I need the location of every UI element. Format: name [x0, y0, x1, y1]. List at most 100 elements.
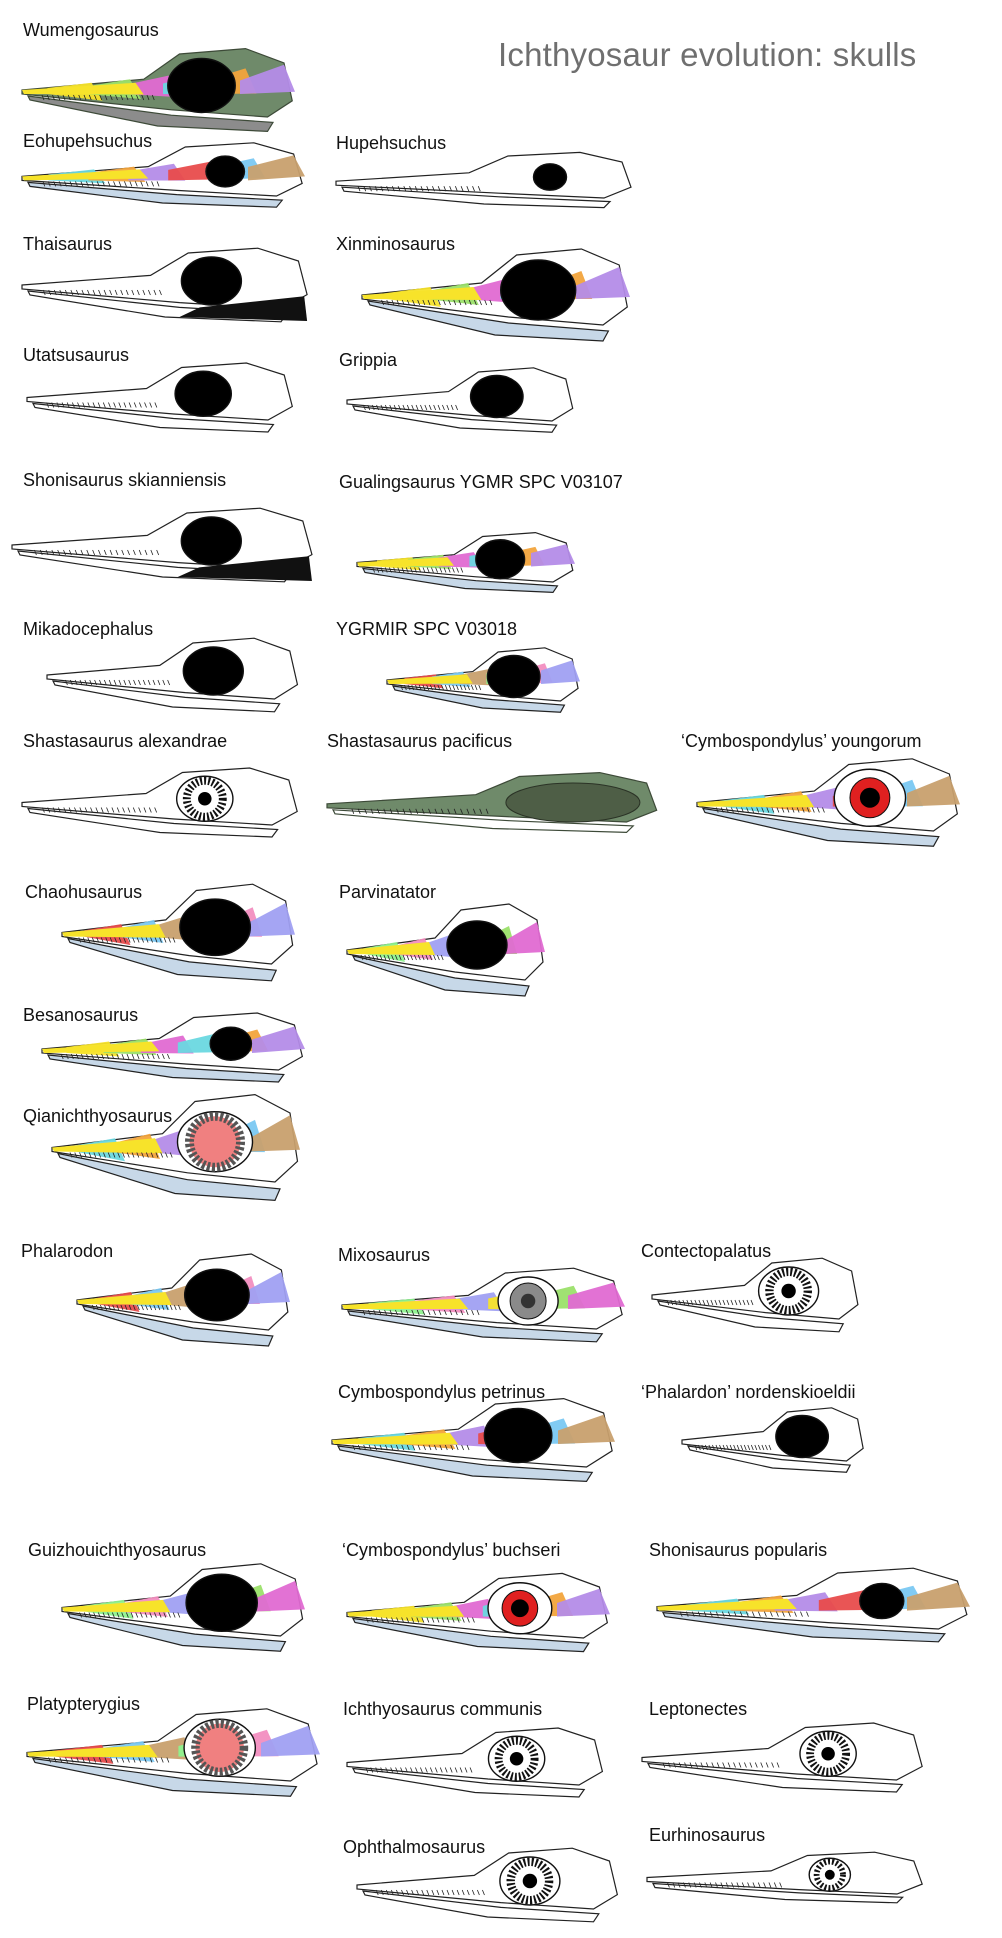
skull-illustration — [641, 1722, 923, 1793]
skull-premaxilla — [657, 1598, 797, 1611]
skull-lower-jaw — [66, 1612, 287, 1652]
skull-teeth — [48, 1757, 170, 1763]
skull-label: Eurhinosaurus — [649, 1825, 766, 1845]
skull-teeth — [60, 1053, 170, 1060]
skull-lower-jaw — [26, 95, 275, 133]
skull-teeth — [79, 1612, 181, 1618]
skull-label: Xinminosaurus — [336, 234, 456, 254]
skull-lower-jaw — [26, 807, 279, 838]
skull-label: Shastasaurus alexandrae — [23, 731, 228, 751]
skull-label: Mixosaurus — [338, 1245, 431, 1265]
skull-illustration — [51, 1093, 300, 1202]
skull-bone-patch — [250, 1115, 300, 1152]
skull-label: Platypterygius — [27, 1694, 141, 1714]
skull-orbit — [182, 646, 245, 696]
skull-pupil — [198, 792, 212, 806]
skull-illustration — [361, 248, 630, 342]
skull-illustration — [11, 507, 313, 583]
skull-label: Eohupehsuchus — [23, 131, 153, 151]
skull-premaxilla — [22, 82, 144, 95]
skull-bone-patch — [907, 1582, 970, 1611]
skull-lower-jaw — [340, 186, 612, 209]
skull-lower-jaw — [336, 1445, 594, 1483]
skull-lower-jaw — [56, 1152, 281, 1202]
skull-teeth — [363, 404, 458, 411]
skull-teeth — [357, 186, 481, 192]
skull-bone-patch — [256, 1580, 305, 1612]
skull-pupil — [520, 1293, 536, 1309]
skull-teeth — [715, 807, 825, 813]
skull-lower-jaw — [31, 1757, 298, 1797]
skull-illustration — [386, 647, 580, 713]
skull-lower-jaw — [656, 1300, 845, 1333]
skull-lower-jaw — [661, 1611, 946, 1643]
skull-lower-jaw — [651, 1882, 905, 1904]
skull-illustration — [26, 1708, 320, 1797]
skull-label: ‘Cymbospondylus’ youngorum — [681, 731, 922, 751]
skull-orbit — [174, 370, 233, 417]
skull-illustration — [46, 637, 299, 713]
skull-bone-patch — [568, 1282, 625, 1309]
skull-bone-patch — [248, 903, 295, 937]
skull-teeth — [351, 808, 489, 814]
skull-lower-jaw — [351, 1617, 590, 1653]
skull-illustration — [326, 771, 658, 834]
skull-bone-patch — [261, 1725, 320, 1757]
skull-pupil — [509, 1752, 524, 1766]
skull-premaxilla — [332, 1432, 459, 1445]
skull-bone-patch — [907, 775, 960, 807]
skull-label: Mikadocephalus — [23, 619, 154, 639]
skull-label: Wumengosaurus — [23, 20, 159, 40]
skull-teeth — [667, 1882, 783, 1888]
skull-label: Chaohusaurus — [25, 882, 143, 902]
skull-dark-region — [177, 556, 312, 581]
skull-lower-jaw — [351, 1767, 586, 1798]
skull-lower-jaw — [26, 181, 284, 208]
skull-illustration — [76, 1253, 290, 1347]
skull-label: ‘Cymbospondylus’ buchseri — [342, 1540, 561, 1560]
skull-illustration — [341, 1267, 625, 1343]
skull-label: Besanosaurus — [23, 1005, 139, 1025]
skull-pupil — [510, 1599, 529, 1618]
skull-bone-patch — [252, 1026, 305, 1053]
skull-bone-patch — [557, 1588, 610, 1617]
skull-lower-jaw — [701, 807, 940, 847]
skull-teeth — [360, 954, 444, 961]
skull-illustration — [346, 367, 574, 433]
skull-teeth — [42, 181, 160, 187]
skull-illustration — [356, 1847, 619, 1923]
skull-lower-jaw — [366, 300, 610, 342]
skull-label: Grippia — [339, 350, 398, 370]
skull-teeth — [42, 289, 162, 296]
skull-premaxilla — [342, 1298, 469, 1309]
skull-orbit — [180, 516, 243, 566]
skull-illustration — [21, 142, 305, 208]
skull-lower-jaw — [361, 567, 559, 594]
skull-lower-jaw — [81, 1305, 274, 1347]
skull-orbit — [167, 57, 236, 114]
skull-teeth — [65, 679, 171, 686]
skull-illustration — [346, 1572, 610, 1653]
skull-bone-patch — [576, 267, 630, 299]
skull-lower-jaw — [46, 1054, 285, 1083]
page-title: Ichthyosaur evolution: skulls — [498, 36, 917, 73]
skull-dark-region — [179, 296, 308, 321]
skull-illustration — [61, 1563, 305, 1652]
skull-illustration — [21, 247, 308, 323]
skull-label: Parvinatator — [339, 882, 437, 902]
skull-label: Shastasaurus pacificus — [327, 731, 513, 751]
skull-bone-patch — [505, 922, 545, 954]
skull-teeth — [362, 1309, 480, 1316]
skull-lower-jaw — [351, 405, 558, 433]
skull-premaxilla — [22, 169, 149, 181]
skull-lower-jaw — [51, 680, 281, 713]
skull-bone-patch — [531, 544, 575, 567]
skull-label: YGRMIR SPC V03018 — [336, 619, 518, 639]
skull-illustration — [346, 903, 545, 997]
skull-premaxilla — [697, 794, 815, 808]
skull-pupil — [859, 787, 880, 808]
skull-orbit — [775, 1414, 830, 1459]
sclerotic-ring — [191, 1719, 249, 1777]
skull-label: ‘Phalardon’ nordenskioeldii — [641, 1382, 856, 1402]
skull-orbit — [446, 920, 508, 970]
